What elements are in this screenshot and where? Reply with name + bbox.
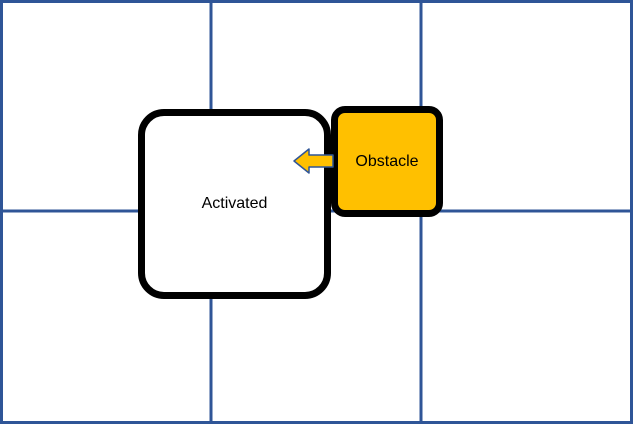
arrow-shape [293,148,334,174]
obstacle-node: Obstacle [331,106,443,217]
activated-node: Activated [138,109,331,299]
activated-label: Activated [201,195,268,212]
obstacle-label: Obstacle [355,152,419,170]
left-arrow-icon [293,148,334,174]
